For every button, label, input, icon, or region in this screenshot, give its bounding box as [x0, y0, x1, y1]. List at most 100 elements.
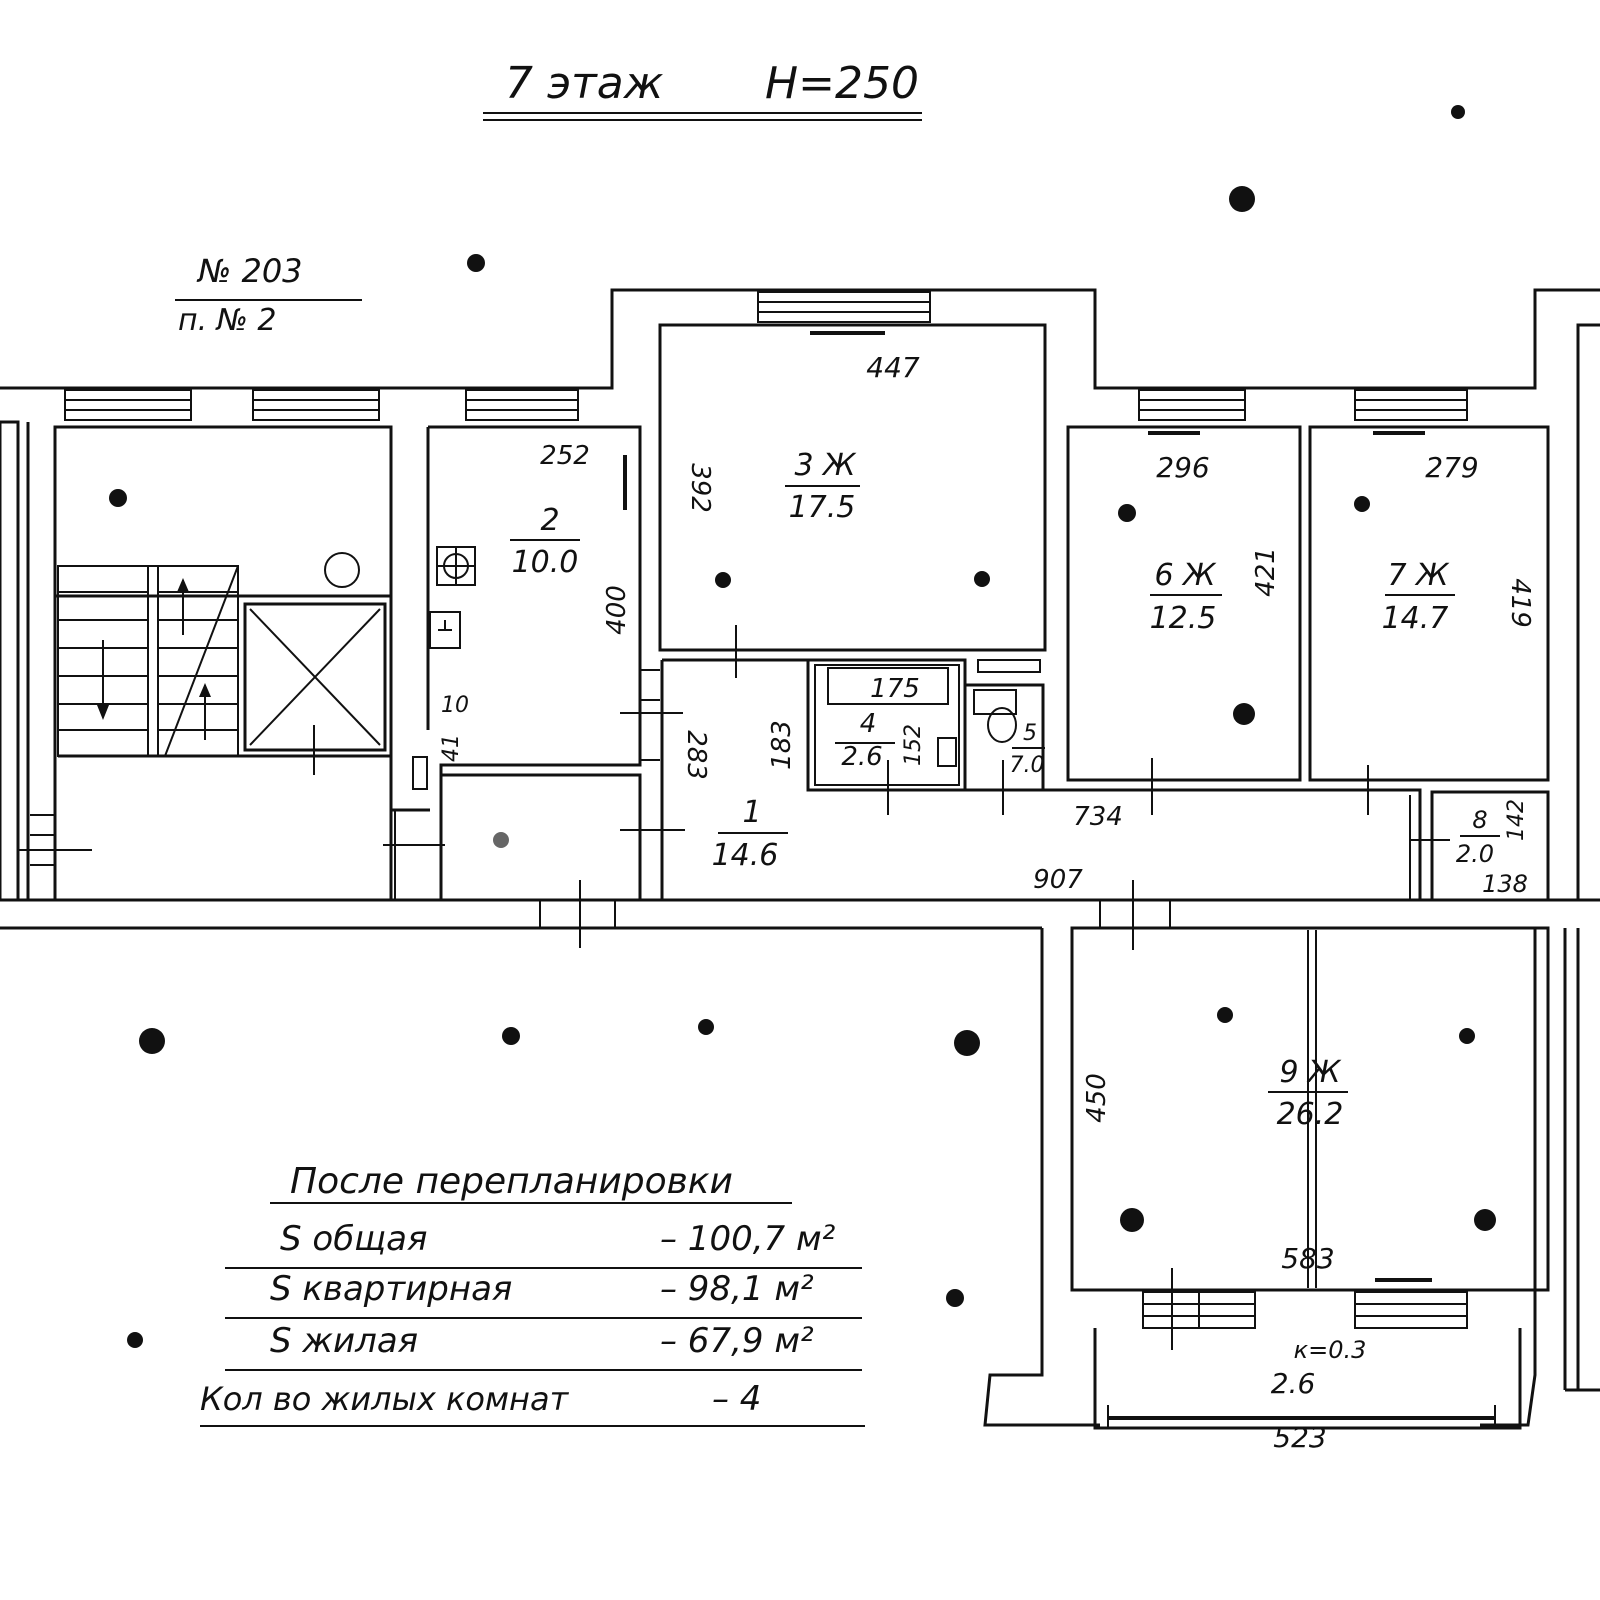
dim-419: 419 — [1505, 578, 1535, 628]
balcony-area: 2.6 — [1271, 1367, 1316, 1400]
window — [465, 389, 579, 421]
dim-152: 152 — [901, 724, 926, 766]
dim-279: 279 — [1425, 451, 1478, 484]
window — [64, 389, 192, 421]
dim-450: 450 — [1082, 1073, 1112, 1123]
dim-142: 142 — [1504, 799, 1529, 841]
window — [1354, 1291, 1468, 1329]
dim-41: 41 — [439, 734, 464, 762]
dim-421: 421 — [1251, 547, 1281, 597]
bathtub-icon — [827, 667, 949, 705]
dim-296: 296 — [1156, 451, 1209, 484]
room-9-label: 9 Ж — [1280, 1055, 1343, 1090]
storage-room — [383, 669, 685, 948]
light-point — [493, 832, 509, 848]
balcony-outline — [1093, 1328, 1522, 1430]
floor-label: 7 этаж — [505, 58, 664, 109]
room-6-label: 6 Ж — [1155, 558, 1218, 593]
summary-rooms-label: Кол во жилых комнат — [200, 1380, 570, 1418]
dim-138: 138 — [1482, 870, 1528, 898]
elevator-shaft — [243, 602, 387, 775]
room-8-area: 2.0 — [1456, 840, 1494, 868]
room-5: 5 7.0 — [963, 659, 1045, 815]
room-4-area: 2.6 — [841, 742, 882, 772]
room-1-label: 1 — [742, 795, 761, 830]
window — [757, 291, 931, 323]
room-2-area: 10.0 — [512, 545, 579, 580]
room-7-area: 14.7 — [1382, 601, 1449, 636]
room-2-outline — [428, 425, 642, 900]
room-9: 9 Ж 26.2 450 583 — [1070, 926, 1550, 1350]
dim-734: 734 — [1073, 802, 1123, 832]
window — [1138, 389, 1246, 421]
room-7-outline — [1308, 425, 1550, 782]
room-7: 279 7 Ж 14.7 419 — [1308, 425, 1550, 815]
room-7-label: 7 Ж — [1388, 558, 1451, 593]
window — [1354, 389, 1468, 421]
vent-icon — [977, 659, 1041, 673]
east-neighbour-wall — [1576, 323, 1600, 900]
apartment-number-text: № 203 — [196, 252, 303, 290]
room-3: 3 Ж 17.5 447 392 — [658, 323, 1047, 678]
balcony-coef: к=0.3 — [1294, 1336, 1367, 1364]
room-2: 2 10.0 252 400 10 41 — [391, 425, 642, 900]
room-9-area: 26.2 — [1277, 1097, 1344, 1132]
north-outer-wall — [0, 288, 1600, 390]
room-9-outline — [1070, 926, 1550, 1292]
column-circle — [324, 552, 360, 588]
dim-392: 392 — [685, 463, 715, 513]
dim-400: 400 — [602, 585, 632, 635]
floor-height: H=250 — [765, 58, 919, 109]
south-wing-wall-left — [983, 928, 1100, 1427]
room-8: 8 2.0 142 138 — [1410, 790, 1550, 902]
stair-hall-outline — [53, 425, 393, 902]
room-6: 296 6 Ж 12.5 421 — [1066, 425, 1302, 815]
room-6-outline — [1066, 425, 1302, 782]
summary-total-value: – 100,7 м² — [660, 1219, 836, 1259]
room-5-label: 5 — [1023, 721, 1037, 746]
west-neighbour-wall — [0, 420, 20, 902]
north-windows — [64, 291, 1468, 435]
window — [1142, 1291, 1256, 1329]
room-3-outline — [658, 323, 1047, 652]
dim-447: 447 — [866, 351, 920, 384]
summary-living-label: S жилая — [270, 1321, 418, 1361]
summary-rooms-value: – 4 — [712, 1379, 761, 1419]
area-summary: После перепланировки S общая – 100,7 м² … — [200, 1161, 865, 1427]
dim-175: 175 — [870, 674, 920, 704]
sink-icon — [429, 611, 461, 649]
room-3-label: 3 Ж — [795, 448, 858, 483]
room-2-label: 2 — [540, 503, 559, 538]
toilet-icon — [973, 689, 1017, 743]
room-4-label: 4 — [860, 709, 877, 739]
dim-907: 907 — [1033, 865, 1083, 895]
stove-icon — [436, 546, 476, 586]
room-8-outline — [1430, 790, 1550, 902]
dim-183: 183 — [767, 720, 797, 770]
stair-cut-line — [164, 565, 239, 757]
dim-10: 10 — [441, 693, 469, 718]
marker-dots — [109, 105, 1496, 1348]
room-4: 175 4 2.6 152 — [806, 658, 967, 815]
dim-583: 583 — [1281, 1242, 1334, 1275]
summary-apartment-label: S квартирная — [270, 1269, 512, 1309]
summary-apartment-value: – 98,1 м² — [660, 1269, 814, 1309]
heater-icon — [412, 756, 428, 790]
apartment-subnumber-text: п. № 2 — [178, 303, 277, 338]
stair-hall — [18, 425, 393, 902]
apartment-number: № 203 п. № 2 — [175, 252, 362, 338]
summary-total-label: S общая — [280, 1219, 427, 1259]
room-6-area: 12.5 — [1150, 601, 1217, 636]
balcony: к=0.3 2.6 523 — [1093, 1328, 1522, 1454]
south-wing-wall-right — [1480, 928, 1537, 1427]
summary-living-value: – 67,9 м² — [660, 1321, 814, 1361]
summary-heading: После перепланировки — [290, 1161, 733, 1202]
room-5-area: 7.0 — [1010, 753, 1045, 778]
window — [252, 389, 380, 421]
dim-283: 283 — [681, 730, 711, 780]
dim-523: 523 — [1273, 1421, 1326, 1454]
room-1: 1 14.6 183 283 734 907 — [660, 658, 1422, 950]
room-3-area: 17.5 — [789, 490, 856, 525]
floor-title: 7 этаж H=250 — [483, 58, 922, 121]
